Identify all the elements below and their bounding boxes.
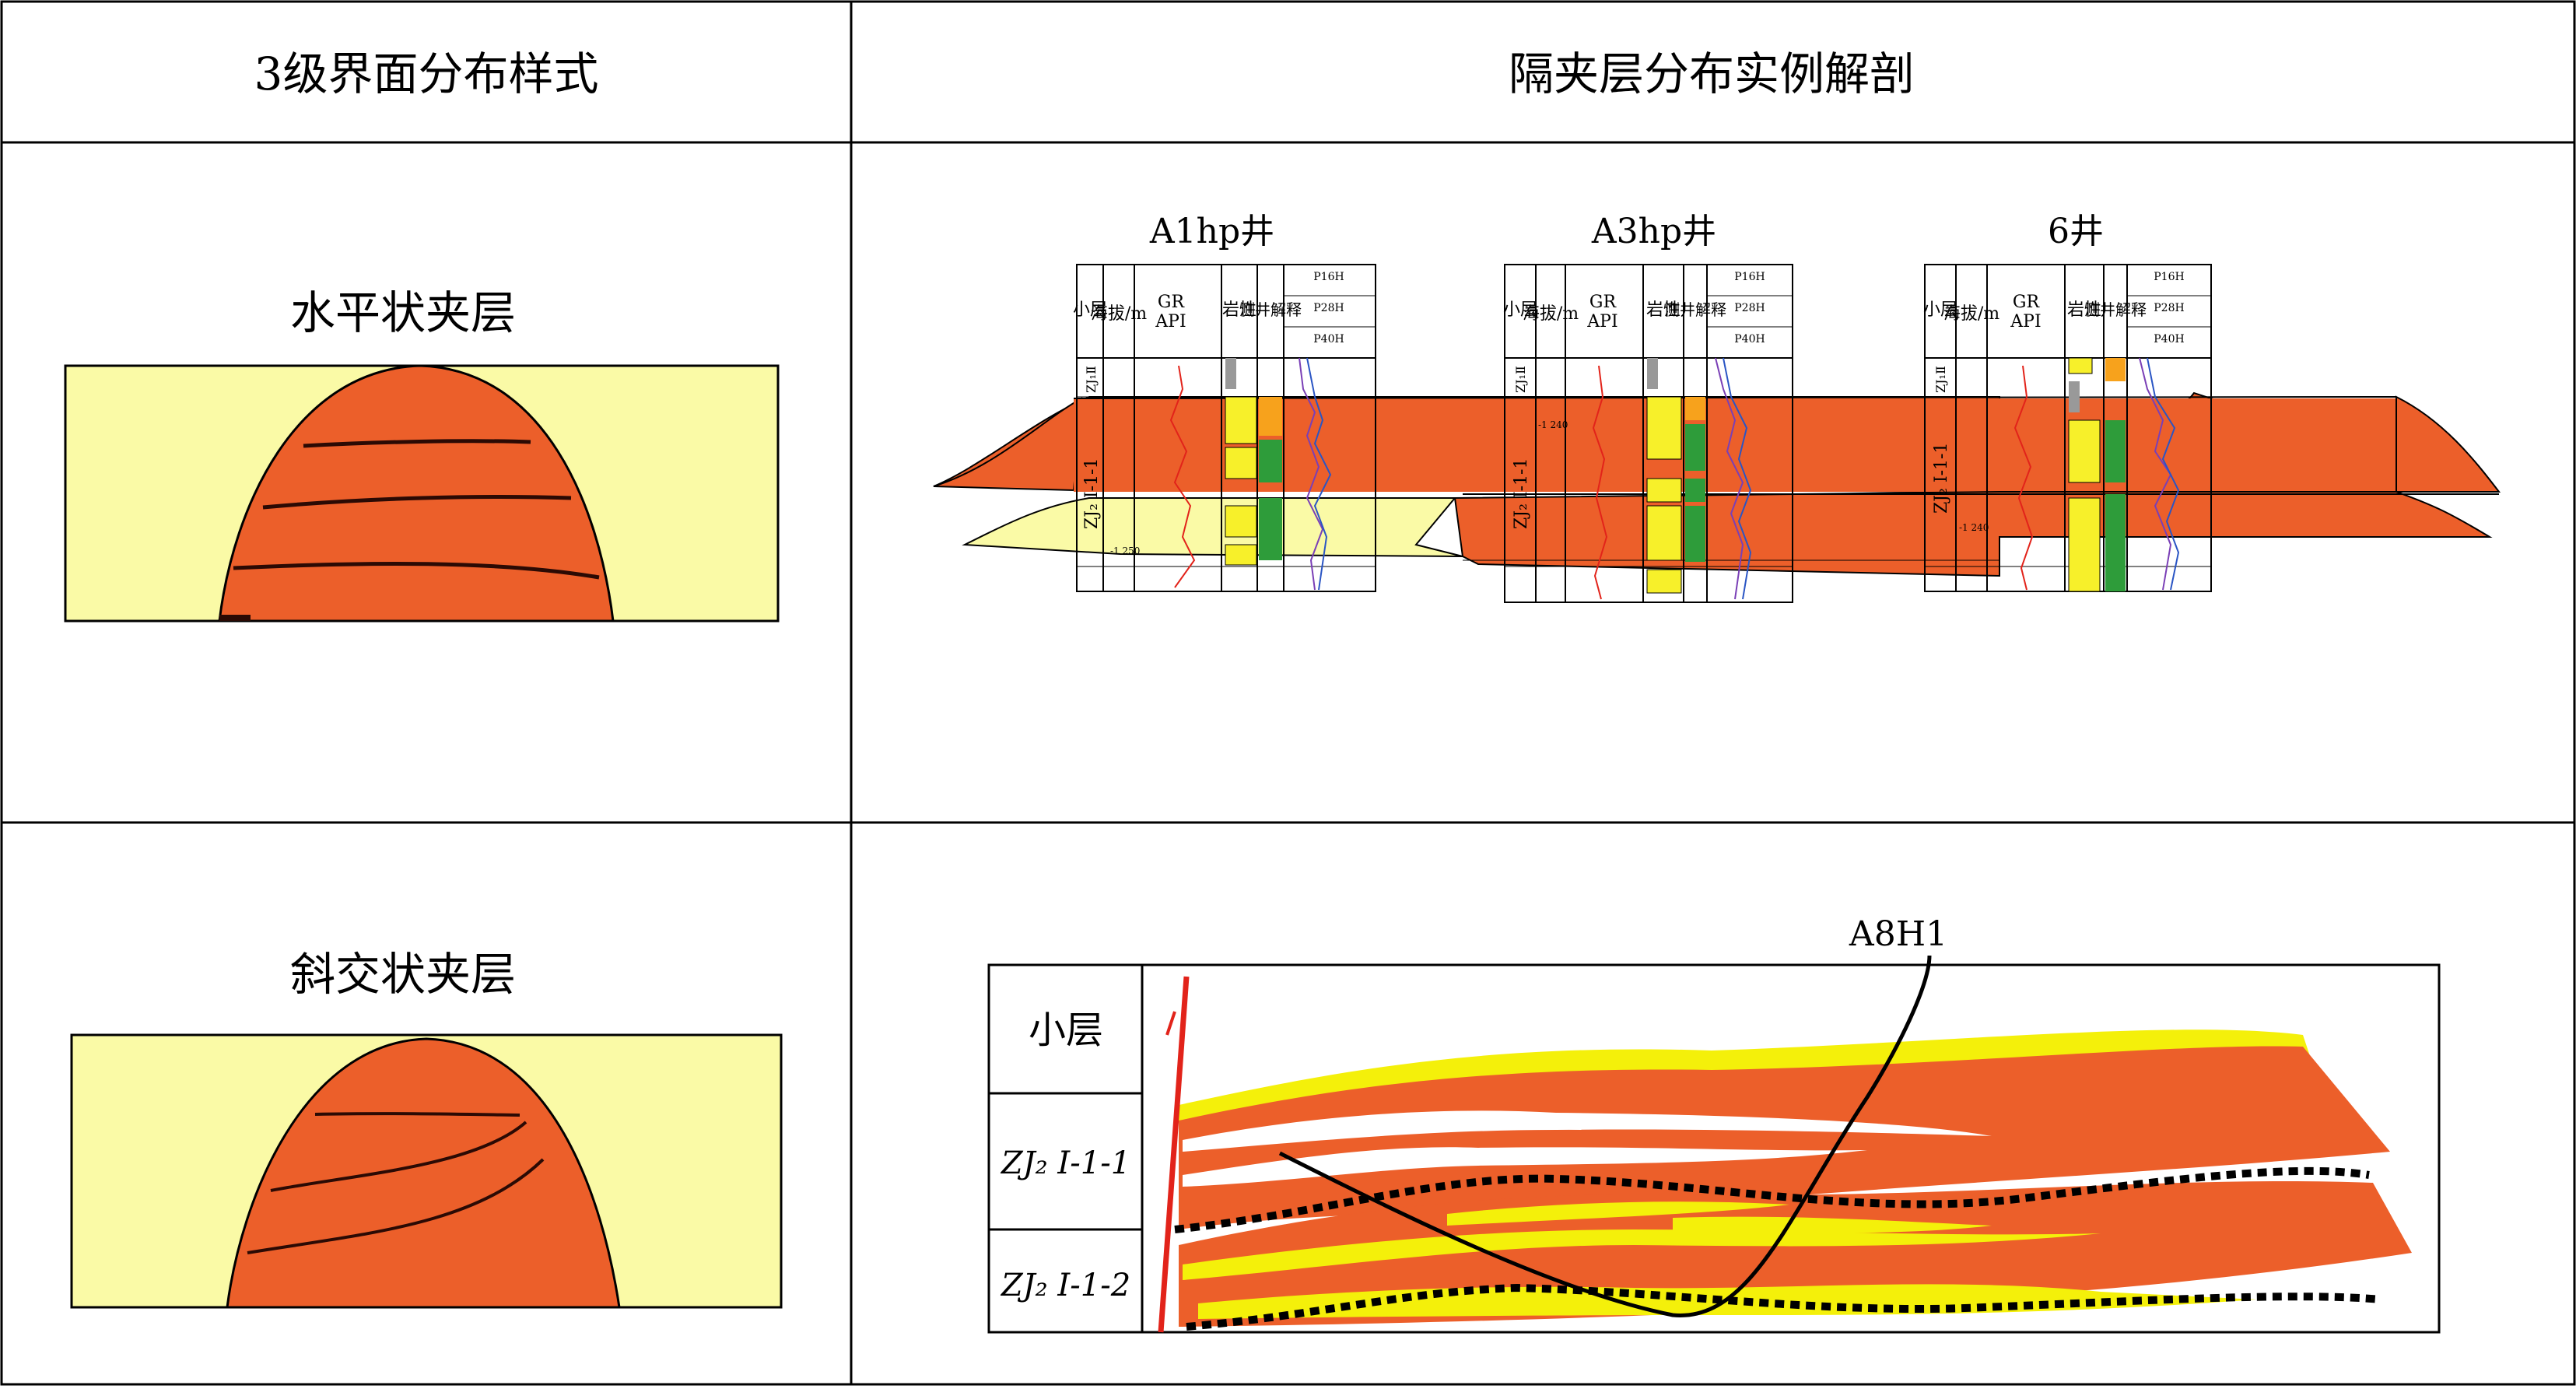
zone-label: ZJ₁Ⅱ — [1933, 366, 1948, 393]
svg-text:小层: 小层 — [1923, 300, 1957, 320]
zone-label: ZJ₂ Ⅰ-1-1 — [1512, 458, 1531, 529]
svg-text:P16H: P16H — [1734, 271, 1765, 283]
svg-text:P28H: P28H — [1734, 302, 1765, 314]
well-title-6: 6井 — [2048, 212, 2104, 251]
interlayer-line — [233, 561, 600, 580]
interlayer-line — [247, 1158, 545, 1254]
depth-label: -1 240 — [1959, 522, 1989, 533]
zone-label: ZJ₁Ⅱ — [1513, 366, 1528, 393]
schematic-oblique — [70, 1033, 783, 1309]
schematic-horizontal — [64, 364, 780, 623]
section-zone-2: ZJ₂ Ⅰ-1-2 — [1000, 1268, 1130, 1303]
interlayer-line — [270, 1121, 527, 1192]
svg-text:测井解释: 测井解释 — [1664, 300, 1726, 319]
interlayer-line — [303, 439, 531, 448]
row-label-horizontal: 水平状夹层 — [290, 286, 516, 339]
svg-text:小层: 小层 — [1073, 300, 1107, 320]
well-label-a8h1: A8H1 — [1849, 914, 1947, 954]
svg-text:测井解释: 测井解释 — [1239, 300, 1302, 319]
svg-text:P40H: P40H — [1313, 333, 1344, 345]
svg-text:GR: GR — [1158, 293, 1186, 312]
section-col-header: 小层 — [1029, 1008, 1103, 1052]
well-title-a1hp: A1hp井 — [1149, 212, 1274, 251]
svg-text:P16H: P16H — [1313, 271, 1344, 283]
zone-label: ZJ₂ Ⅰ-1-1 — [1932, 443, 1951, 514]
row-label-oblique: 斜交状夹层 — [290, 948, 516, 1001]
svg-text:海拔/m: 海拔/m — [1943, 304, 1999, 324]
svg-text:P40H: P40H — [1734, 333, 1765, 345]
svg-text:P28H: P28H — [2154, 302, 2184, 314]
svg-text:小层: 小层 — [1503, 300, 1537, 320]
svg-text:海拔/m: 海拔/m — [1091, 304, 1147, 324]
svg-text:岩性: 岩性 — [1222, 300, 1256, 320]
svg-text:岩性: 岩性 — [2067, 300, 2101, 320]
svg-text:GR: GR — [2013, 293, 2041, 312]
well-title-a3hp: A3hp井 — [1591, 212, 1716, 251]
zone-label: ZJ₁Ⅱ — [1084, 366, 1099, 393]
interlayer-line — [314, 1112, 520, 1117]
well-log-a1hp: -1 250 — [1076, 264, 1376, 592]
svg-text:P40H: P40H — [2154, 333, 2184, 345]
svg-text:海拔/m: 海拔/m — [1523, 304, 1579, 324]
depth-label: -1 250 — [1110, 545, 1140, 556]
svg-text:API: API — [1586, 312, 1617, 331]
well-correlation: -1 250 -1 — [933, 212, 2501, 603]
cross-section-a8h1: A8H1 小层 ZJ₂ Ⅰ-1-1 ZJ₂ Ⅰ-1-2 — [987, 914, 2441, 1334]
well-log-6: -1 240 — [1924, 264, 2212, 592]
svg-text:API: API — [2010, 312, 2041, 331]
zone-label: ZJ₂ Ⅰ-1-1 — [1082, 458, 1102, 529]
svg-text:P28H: P28H — [1313, 302, 1344, 314]
depth-label: -1 240 — [1538, 419, 1568, 430]
svg-text:GR: GR — [1589, 293, 1617, 312]
well-header-labels: 小层 海拔/m GR API 岩性 测井解释 P16H P28H P40H 小层… — [1073, 271, 2185, 345]
svg-text:岩性: 岩性 — [1646, 300, 1681, 320]
svg-text:P16H: P16H — [2154, 271, 2184, 283]
section-zone-1: ZJ₂ Ⅰ-1-1 — [1000, 1145, 1130, 1181]
header-left: 3级界面分布样式 — [254, 47, 599, 100]
header-right: 隔夹层分布实例解剖 — [1509, 47, 1915, 100]
well-log-a3hp: -1 240 — [1504, 264, 1793, 603]
interlayer-line — [262, 495, 572, 510]
svg-text:测井解释: 测井解释 — [2084, 300, 2147, 319]
svg-text:API: API — [1155, 312, 1186, 331]
